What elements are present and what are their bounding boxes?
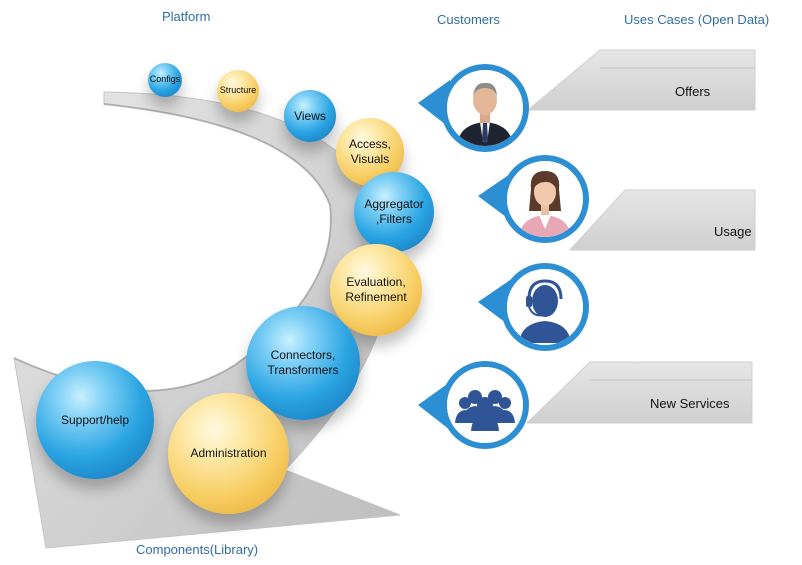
support-agent-icon [507, 269, 583, 345]
structure-node: Structure [217, 70, 259, 112]
new-services-banner [525, 361, 753, 424]
support-help-node: Support/help [36, 361, 154, 479]
views-label: Views [294, 108, 326, 123]
usage-label: Usage [714, 224, 752, 239]
administration-node: Administration [168, 393, 289, 514]
new-services-label: New Services [650, 396, 730, 411]
evaluation-refinement-label: Evaluation, Refinement [345, 275, 407, 304]
usage-banner [568, 189, 756, 251]
aggregator-filters-node: Aggregator ,Filters [354, 172, 434, 252]
configs-label: Configs [149, 74, 181, 85]
customer-1-avatar [441, 64, 529, 152]
offers-label: Offers [675, 84, 711, 99]
components-header: Components(Library) [136, 542, 259, 557]
connectors-transformers-node: Connectors, Transformers [246, 306, 360, 420]
customer-4-avatar [441, 361, 529, 449]
structure-label: Structure [219, 85, 257, 96]
businessman-icon [447, 70, 523, 146]
platform-header: Platform [162, 9, 211, 24]
customer-3-avatar [501, 263, 589, 351]
user-group-icon [447, 367, 523, 443]
use-cases-header: Uses Cases (Open Data) [624, 12, 770, 27]
customers-header: Customers [437, 12, 500, 27]
access-visuals-label: Access, Visuals [348, 137, 391, 166]
administration-label: Administration [190, 446, 267, 460]
customer-2-avatar [501, 155, 589, 243]
support-help-label: Support/help [60, 412, 130, 427]
businesswoman-icon [507, 161, 583, 237]
evaluation-refinement-node: Evaluation, Refinement [330, 244, 422, 336]
views-node: Views [284, 90, 336, 142]
configs-node: Configs [148, 63, 182, 97]
connectors-transformers-label: Connectors, Transformers [267, 348, 339, 377]
offers-banner [526, 49, 756, 111]
aggregator-filters-label: Aggregator ,Filters [364, 197, 424, 226]
